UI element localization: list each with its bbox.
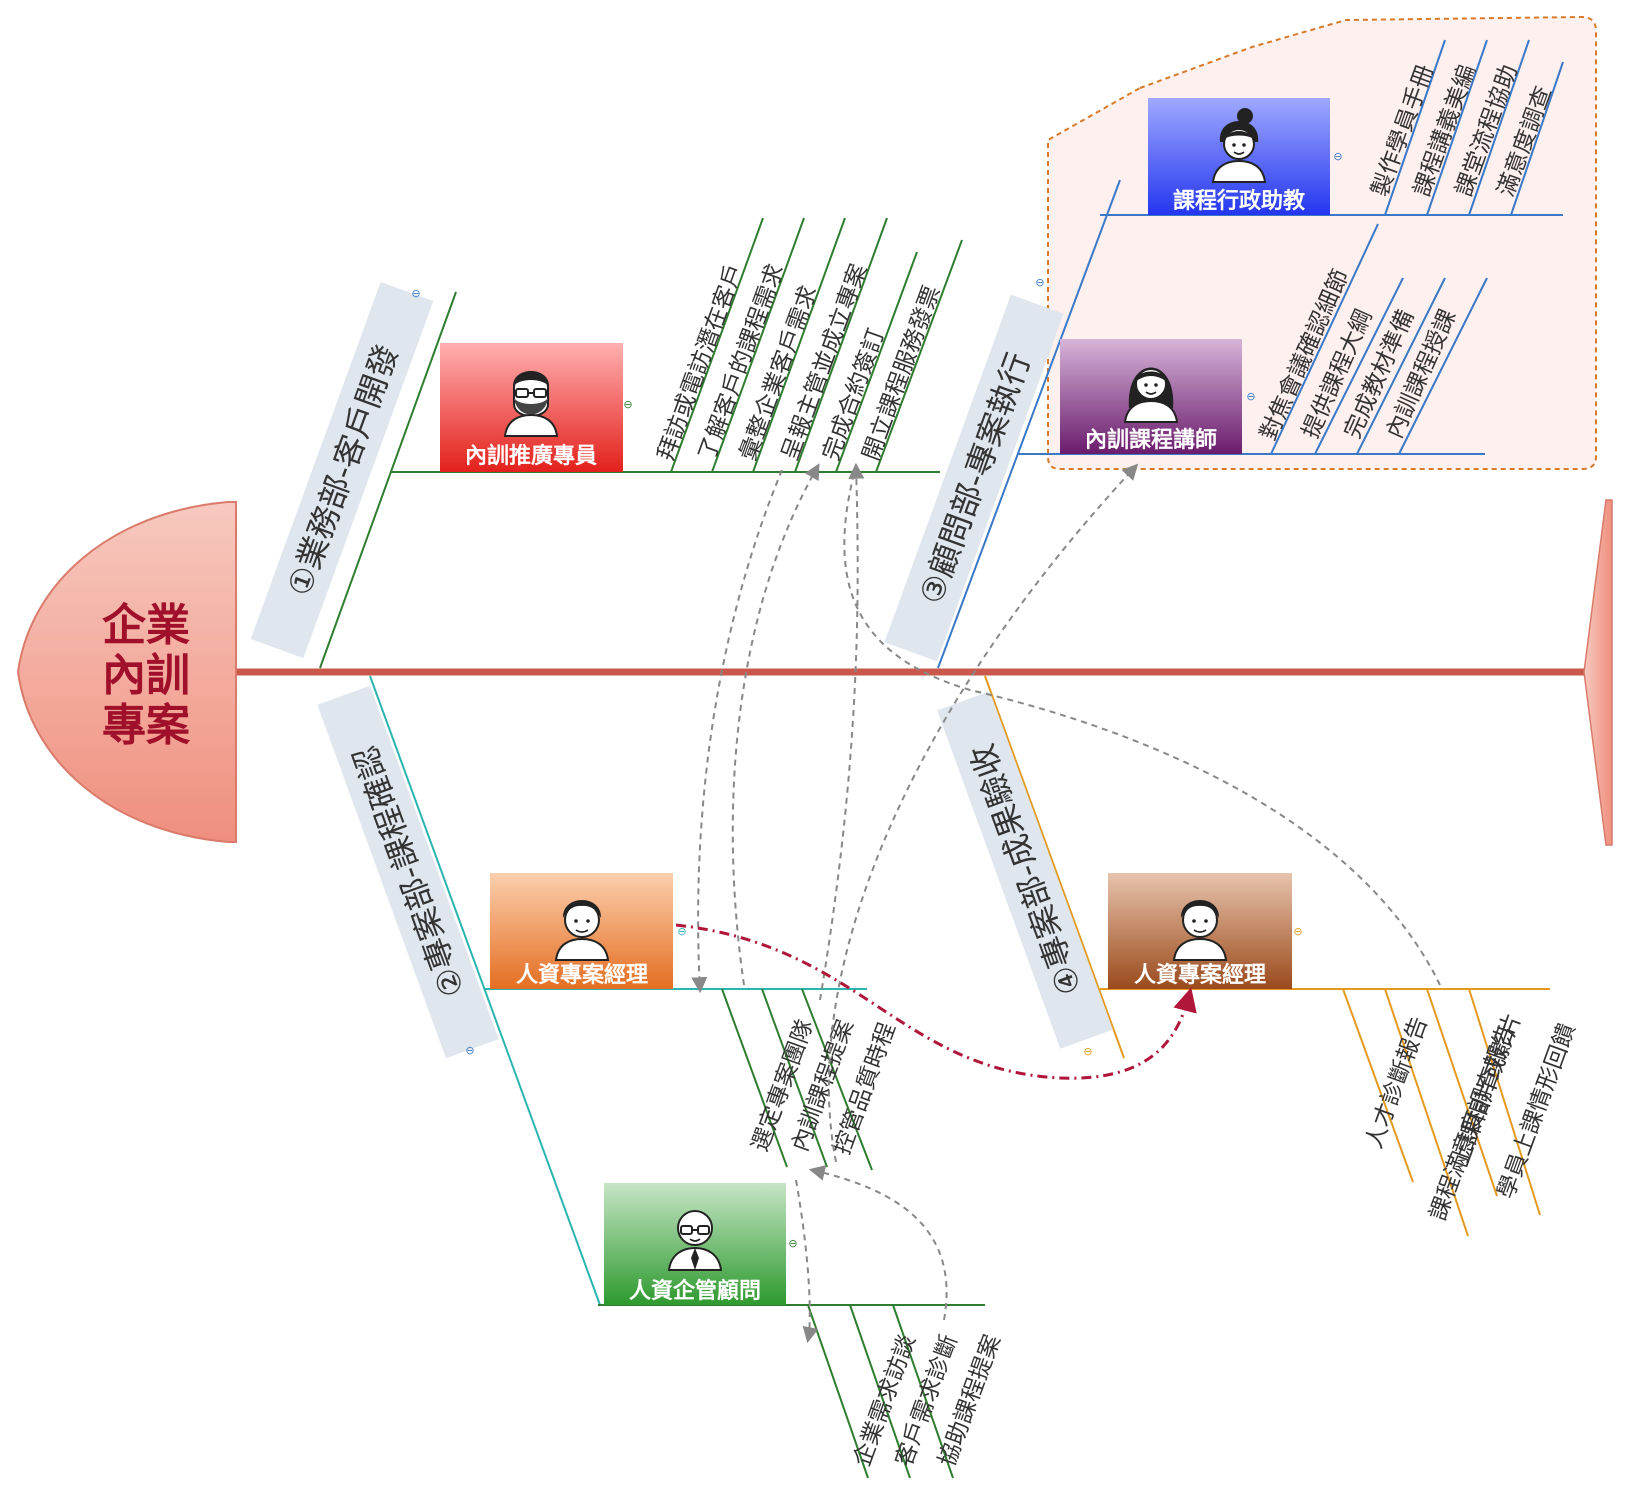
head-line-1: 企業 (102, 600, 190, 651)
role-label-hrpm2: 人資專案經理 (516, 962, 648, 988)
head-line-3: 專案 (102, 700, 191, 751)
relation-arrow-7 (808, 1165, 948, 1321)
role-label-consult: 人資企管顧問 (629, 1278, 761, 1304)
branch-2-bone (369, 675, 601, 1306)
relation-arrow-2 (731, 463, 820, 986)
branch-4-bone (984, 675, 1125, 1059)
collapse-minus-icon[interactable]: ⊖ (788, 1237, 797, 1250)
collapse-minus-icon[interactable]: ⊖ (677, 925, 686, 938)
branch-1-bone (319, 291, 457, 669)
collapse-minus-icon[interactable]: ⊖ (1035, 276, 1044, 289)
tasks-hrpm2: 選定專案團隊 內訓課程提案 控管品質時程 (721, 988, 901, 1171)
collapse-minus-icon[interactable]: ⊖ (1293, 925, 1302, 938)
head-line-2: 內訓 (102, 650, 190, 701)
fish-head (16, 501, 237, 843)
task-hrpm4-1: 人才診斷報告 (1361, 1013, 1433, 1152)
role-label-hrpm4: 人資專案經理 (1134, 962, 1266, 988)
relation-arrow-4 (843, 465, 1441, 986)
relation-arrow-1 (691, 469, 783, 994)
branch-2-label-box[interactable]: ②專案部-課程確認 (317, 685, 499, 1059)
branch-4-label: ④專案部-成果驗收 (963, 739, 1089, 1000)
relation-arrow-3 (819, 462, 865, 1001)
tasks-hrpm4: 人才診斷報告 課程滿意度調查報告 上課相片或影片 學員上課情形回饋 (1342, 988, 1581, 1237)
role-label-lecturer: 內訓課程講師 (1085, 427, 1217, 453)
collapse-minus-icon[interactable]: ⊖ (465, 1044, 474, 1057)
collapse-minus-icon[interactable]: ⊖ (1246, 390, 1255, 403)
relation-arrow-red (675, 923, 1197, 1080)
relation-arrow-6 (795, 1179, 819, 1344)
collapse-minus-icon[interactable]: ⊖ (411, 287, 420, 300)
branch-1-label-box[interactable]: ①業務部-客戶開發 (250, 281, 434, 659)
role-label-admin: 課程行政助教 (1173, 188, 1306, 214)
collapse-minus-icon[interactable]: ⊖ (1333, 150, 1342, 163)
collapse-minus-icon[interactable]: ⊖ (1083, 1045, 1092, 1058)
relation-arrow-5 (827, 463, 1139, 1163)
collapse-minus-icon[interactable]: ⊖ (623, 398, 632, 411)
tasks-consult: 企業需求訪談 客戶需求診斷 協助課程提案 (807, 1304, 1006, 1479)
role-label-promo: 內訓推廣專員 (465, 443, 597, 469)
branch-3-bone (937, 179, 1121, 669)
fish-tail (1583, 499, 1613, 846)
branch-1-label: ①業務部-客戶開發 (280, 340, 406, 601)
branch-4-label-box[interactable]: ④專案部-成果驗收 (937, 691, 1113, 1049)
tasks-promo: 拜訪或電訪潛在客戶 了解客戶的課程需求 彙整企業客戶需求 呈報主管並成立專案 完… (653, 217, 963, 473)
